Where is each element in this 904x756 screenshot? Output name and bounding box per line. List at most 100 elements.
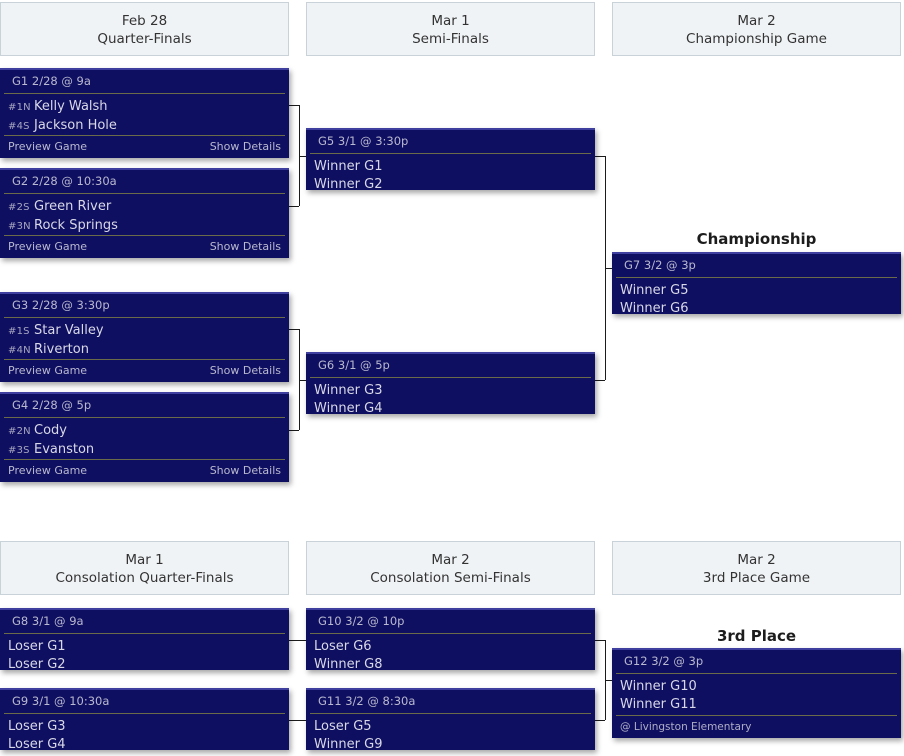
- team-seed: #3S: [8, 445, 30, 456]
- game-teams: Winner G3 Winner G4: [306, 378, 595, 414]
- game-title: G1 2/28 @ 9a: [4, 70, 285, 94]
- team-name: Star Valley: [34, 323, 104, 338]
- team-name: Loser G5: [314, 719, 372, 734]
- round-header-semi-finals: Mar 1 Semi-Finals: [306, 2, 595, 56]
- preview-game-link[interactable]: Preview Game: [8, 140, 88, 153]
- game-card-g5[interactable]: G5 3/1 @ 3:30p Winner G1 Winner G2: [306, 128, 595, 190]
- round-header-consolation-quarter-finals: Mar 1 Consolation Quarter-Finals: [0, 541, 289, 595]
- connector-g8-to-g10: [289, 640, 306, 641]
- connector-g3-out: [289, 329, 299, 330]
- round-header-name: Consolation Semi-Finals: [370, 570, 531, 586]
- connector-into-g7: [605, 268, 615, 269]
- connector-into-g12: [605, 680, 615, 681]
- game-card-g8[interactable]: G8 3/1 @ 9a Loser G1 Loser G2: [0, 608, 289, 670]
- game-teams: Winner G10 Winner G11: [612, 674, 901, 718]
- game-card-g10[interactable]: G10 3/2 @ 10p Loser G6 Winner G8: [306, 608, 595, 670]
- team-row: Winner G5: [620, 282, 893, 300]
- game-title: G9 3/1 @ 10:30a: [4, 690, 285, 714]
- preview-game-link[interactable]: Preview Game: [8, 240, 88, 253]
- team-seed: #2N: [8, 426, 31, 437]
- game-teams: Loser G6 Winner G8: [306, 634, 595, 670]
- game-card-g11[interactable]: G11 3/2 @ 8:30a Loser G5 Winner G9: [306, 688, 595, 750]
- connector-g5-out: [595, 156, 605, 157]
- team-name: Loser G1: [8, 639, 66, 654]
- game-card-g12[interactable]: G12 3/2 @ 3p Winner G10 Winner G11 @ Liv…: [612, 648, 901, 738]
- game-title: G8 3/1 @ 9a: [4, 610, 285, 634]
- connector-g1-out: [289, 105, 299, 106]
- connector-g3g4-vertical: [299, 329, 300, 430]
- round-header-name: 3rd Place Game: [702, 570, 811, 586]
- team-name: Kelly Walsh: [34, 99, 108, 114]
- team-row: #1S Star Valley: [8, 322, 281, 341]
- game-title: G4 2/28 @ 5p: [4, 394, 285, 418]
- show-details-link[interactable]: Show Details: [209, 464, 281, 477]
- team-row: Winner G9: [314, 736, 587, 750]
- connector-g6-out: [595, 380, 605, 381]
- connector-g2-out: [289, 206, 299, 207]
- game-title: G5 3/1 @ 3:30p: [310, 130, 591, 154]
- round-header-3rd-place-game: Mar 2 3rd Place Game: [612, 541, 901, 595]
- round-header-name: Consolation Quarter-Finals: [55, 570, 234, 586]
- team-row: Winner G3: [314, 382, 587, 400]
- round-header-championship-game: Mar 2 Championship Game: [612, 2, 901, 56]
- preview-game-link[interactable]: Preview Game: [8, 364, 88, 377]
- game-title: G2 2/28 @ 10:30a: [4, 170, 285, 194]
- show-details-link[interactable]: Show Details: [209, 140, 281, 153]
- game-card-g6[interactable]: G6 3/1 @ 5p Winner G3 Winner G4: [306, 352, 595, 414]
- game-teams: Winner G5 Winner G6: [612, 278, 901, 314]
- team-name: Winner G11: [620, 697, 697, 712]
- team-name: Evanston: [34, 442, 95, 457]
- round-header-name: Championship Game: [686, 31, 827, 47]
- team-name: Riverton: [34, 342, 89, 357]
- team-seed: #4N: [8, 345, 31, 356]
- team-seed: #2S: [8, 202, 30, 213]
- round-header-date: Mar 2: [431, 552, 470, 568]
- game-teams: Loser G1 Loser G2: [0, 634, 289, 670]
- game-footer: Preview Game Show Details: [4, 459, 285, 482]
- game-title: G11 3/2 @ 8:30a: [310, 690, 591, 714]
- connector-into-g5: [299, 156, 309, 157]
- team-name: Winner G3: [314, 383, 383, 398]
- connector-g1g2-vertical: [299, 105, 300, 206]
- team-row: Winner G6: [620, 300, 893, 314]
- team-name: Winner G5: [620, 283, 689, 298]
- team-row: Loser G4: [8, 736, 281, 750]
- team-row: Loser G1: [8, 638, 281, 656]
- team-row: Loser G5: [314, 718, 587, 736]
- connector-g4-out: [289, 430, 299, 431]
- team-seed: #1S: [8, 326, 30, 337]
- game-card-g7[interactable]: G7 3/2 @ 3p Winner G5 Winner G6: [612, 252, 901, 314]
- team-name: Loser G3: [8, 719, 66, 734]
- show-details-link[interactable]: Show Details: [209, 364, 281, 377]
- team-name: Rock Springs: [34, 218, 118, 233]
- team-name: Loser G2: [8, 657, 66, 670]
- game-footer: Preview Game Show Details: [4, 359, 285, 382]
- team-name: Winner G10: [620, 679, 697, 694]
- round-header-quarter-finals: Feb 28 Quarter-Finals: [0, 2, 289, 56]
- team-row: Winner G1: [314, 158, 587, 176]
- game-card-g9[interactable]: G9 3/1 @ 10:30a Loser G3 Loser G4: [0, 688, 289, 750]
- connector-g10-out: [595, 640, 605, 641]
- round-header-date: Mar 2: [737, 552, 776, 568]
- third-place-title: 3rd Place: [716, 627, 797, 645]
- preview-game-link[interactable]: Preview Game: [8, 464, 88, 477]
- game-footer: Preview Game Show Details: [4, 235, 285, 258]
- team-seed: #4S: [8, 121, 30, 132]
- game-teams: Loser G3 Loser G4: [0, 714, 289, 750]
- game-footer: Preview Game Show Details: [4, 135, 285, 158]
- game-title: G12 3/2 @ 3p: [616, 650, 897, 674]
- connector-into-g6: [299, 380, 309, 381]
- show-details-link[interactable]: Show Details: [209, 240, 281, 253]
- round-header-name: Quarter-Finals: [97, 31, 192, 47]
- game-title: G6 3/1 @ 5p: [310, 354, 591, 378]
- round-header-date: Feb 28: [121, 13, 168, 29]
